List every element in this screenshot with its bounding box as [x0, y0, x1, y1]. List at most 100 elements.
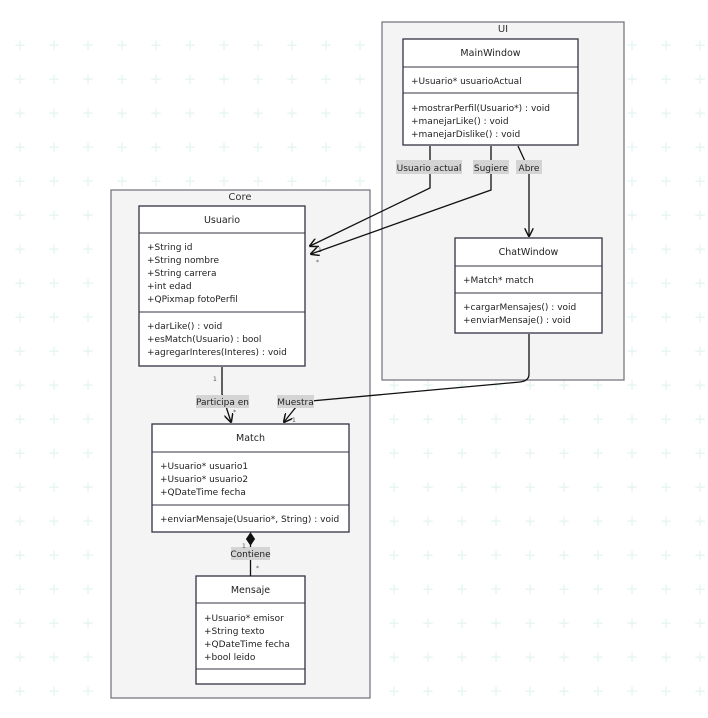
plus-pattern-icon: + [592, 546, 605, 564]
class-mensaje-name: Mensaje [231, 585, 270, 596]
relation-participa-en-card-from: 1 [213, 376, 217, 383]
plus-pattern-icon: + [626, 274, 639, 292]
plus-pattern-icon: + [14, 682, 27, 700]
plus-pattern-icon: + [82, 614, 95, 632]
plus-pattern-icon: + [558, 682, 571, 700]
plus-pattern-icon: + [48, 172, 61, 190]
plus-pattern-icon: + [524, 478, 537, 496]
plus-pattern-icon: + [558, 444, 571, 462]
plus-pattern-icon: + [14, 376, 27, 394]
plus-pattern-icon: + [150, 70, 163, 88]
plus-pattern-icon: + [694, 274, 707, 292]
plus-pattern-icon: + [388, 478, 401, 496]
plus-pattern-icon: + [150, 104, 163, 122]
class-usuario[interactable]: Usuario +String id +String nombre +Strin… [138, 205, 306, 367]
plus-pattern-icon: + [626, 478, 639, 496]
plus-pattern-icon: + [388, 410, 401, 428]
plus-pattern-icon: + [660, 104, 673, 122]
relation-contiene-card-to: * [256, 565, 259, 572]
plus-pattern-icon: + [456, 410, 469, 428]
class-mainwindow[interactable]: MainWindow +Usuario* usuarioActual +most… [402, 38, 579, 146]
plus-pattern-icon: + [48, 274, 61, 292]
plus-pattern-icon: + [490, 614, 503, 632]
plus-pattern-icon: + [694, 444, 707, 462]
plus-pattern-icon: + [82, 648, 95, 666]
plus-pattern-icon: + [524, 614, 537, 632]
plus-pattern-icon: + [286, 70, 299, 88]
plus-pattern-icon: + [14, 172, 27, 190]
plus-pattern-icon: + [592, 444, 605, 462]
plus-pattern-icon: + [48, 682, 61, 700]
relation-sugiere[interactable]: Sugiere * [311, 146, 509, 266]
plus-pattern-icon: + [660, 546, 673, 564]
plus-pattern-icon: + [82, 376, 95, 394]
plus-pattern-icon: + [694, 614, 707, 632]
plus-pattern-icon: + [388, 614, 401, 632]
plus-pattern-icon: + [694, 172, 707, 190]
plus-pattern-icon: + [660, 342, 673, 360]
plus-pattern-icon: + [218, 36, 231, 54]
plus-pattern-icon: + [558, 512, 571, 530]
plus-pattern-icon: + [422, 444, 435, 462]
plus-pattern-icon: + [626, 172, 639, 190]
plus-pattern-icon: + [252, 36, 265, 54]
usuario-attribute: +QPixmap fotoPerfil [147, 295, 238, 305]
plus-pattern-icon: + [558, 410, 571, 428]
plus-pattern-icon: + [388, 444, 401, 462]
usuario-attribute: +int edad [147, 282, 192, 292]
match-attribute: +Usuario* usuario2 [160, 475, 248, 485]
plus-pattern-icon: + [660, 240, 673, 258]
plus-pattern-icon: + [252, 172, 265, 190]
plus-pattern-icon: + [48, 240, 61, 258]
plus-pattern-icon: + [626, 342, 639, 360]
plus-pattern-icon: + [82, 512, 95, 530]
mensaje-attribute: +Usuario* emisor [204, 614, 284, 624]
relation-abre[interactable]: Abre [516, 145, 542, 236]
plus-pattern-icon: + [524, 512, 537, 530]
plus-pattern-icon: + [252, 70, 265, 88]
plus-pattern-icon: + [660, 376, 673, 394]
plus-pattern-icon: + [626, 240, 639, 258]
plus-pattern-icon: + [660, 308, 673, 326]
plus-pattern-icon: + [48, 70, 61, 88]
plus-pattern-icon: + [694, 206, 707, 224]
usuario-method: +darLike() : void [147, 322, 222, 332]
plus-pattern-icon: + [14, 36, 27, 54]
plus-pattern-icon: + [626, 614, 639, 632]
plus-pattern-icon: + [490, 648, 503, 666]
plus-pattern-icon: + [626, 70, 639, 88]
relation-participa-en[interactable]: Participa en 1 * [196, 367, 249, 422]
mensaje-attribute: +String texto [204, 627, 265, 637]
plus-pattern-icon: + [320, 138, 333, 156]
plus-pattern-icon: + [150, 36, 163, 54]
plus-pattern-icon: + [48, 376, 61, 394]
plus-pattern-icon: + [694, 546, 707, 564]
plus-pattern-icon: + [48, 512, 61, 530]
plus-pattern-icon: + [82, 206, 95, 224]
plus-pattern-icon: + [48, 546, 61, 564]
plus-pattern-icon: + [422, 512, 435, 530]
class-match[interactable]: Match +Usuario* usuario1 +Usuario* usuar… [151, 423, 350, 533]
plus-pattern-icon: + [354, 172, 367, 190]
relation-contiene[interactable]: Contiene 1 * [230, 532, 271, 576]
class-mensaje[interactable]: Mensaje +Usuario* emisor +String texto +… [195, 575, 306, 685]
match-method: +enviarMensaje(Usuario*, String) : void [160, 515, 339, 525]
package-core-title: Core [228, 192, 251, 203]
plus-pattern-icon: + [286, 36, 299, 54]
plus-pattern-icon: + [184, 104, 197, 122]
plus-pattern-icon: + [184, 172, 197, 190]
plus-pattern-icon: + [660, 274, 673, 292]
plus-pattern-icon: + [626, 376, 639, 394]
plus-pattern-icon: + [694, 478, 707, 496]
plus-pattern-icon: + [252, 104, 265, 122]
plus-pattern-icon: + [48, 478, 61, 496]
plus-pattern-icon: + [660, 478, 673, 496]
usuario-attribute: +String id [147, 243, 192, 253]
plus-pattern-icon: + [116, 36, 129, 54]
plus-pattern-icon: + [48, 308, 61, 326]
plus-pattern-icon: + [14, 206, 27, 224]
class-chatwindow[interactable]: ChatWindow +Match* match +cargarMensajes… [454, 237, 603, 334]
plus-pattern-icon: + [456, 580, 469, 598]
plus-pattern-icon: + [184, 138, 197, 156]
relation-muestra[interactable]: Muestra 1 [277, 334, 530, 424]
